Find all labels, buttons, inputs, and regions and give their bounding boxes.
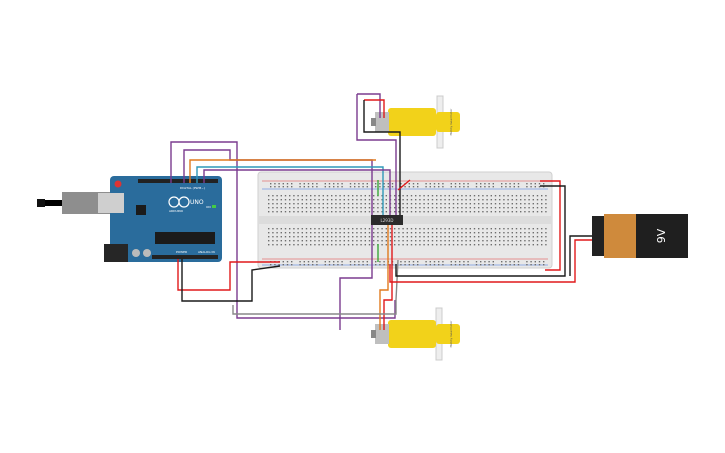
wire-purple-3[interactable] bbox=[203, 169, 391, 215]
wires bbox=[170, 93, 592, 330]
arduino-model-label: UNO bbox=[190, 199, 204, 206]
wire-purple-motor-top-2[interactable] bbox=[357, 93, 381, 118]
wire-purple-2[interactable] bbox=[183, 149, 373, 215]
motor-bottom[interactable]: Hobby Gearmotor bbox=[371, 307, 460, 361]
wire-red-jumper[interactable] bbox=[397, 179, 411, 191]
power-pins-label: POWER bbox=[176, 250, 187, 254]
battery-label: 9V bbox=[655, 228, 668, 243]
wire-black-battery-rail[interactable] bbox=[395, 185, 566, 277]
motor-top[interactable]: Hobby Gearmotor bbox=[371, 95, 460, 149]
breadboard-holes bbox=[268, 183, 547, 266]
breadboard[interactable] bbox=[257, 171, 553, 269]
wire-purple-motor-top-1[interactable] bbox=[356, 94, 397, 215]
analog-pins-label: ANALOG IN bbox=[198, 250, 215, 254]
wire-red-arduino[interactable] bbox=[177, 259, 280, 291]
wire-black-motor-top[interactable] bbox=[363, 100, 401, 215]
battery-9v[interactable]: 9V bbox=[592, 214, 688, 258]
reset-button[interactable] bbox=[114, 180, 122, 188]
on-led bbox=[212, 205, 216, 208]
wire-purple-1[interactable] bbox=[170, 141, 396, 319]
analog-header[interactable] bbox=[152, 255, 218, 259]
digital-header[interactable] bbox=[138, 179, 218, 183]
capacitor-1 bbox=[132, 249, 140, 257]
usb-chip bbox=[136, 205, 146, 215]
arduino-brand-label: ARDUINO bbox=[169, 209, 184, 213]
driver-ic-label: L293D bbox=[381, 218, 394, 223]
wire-orange-1[interactable] bbox=[189, 159, 376, 183]
wire-teal-1[interactable] bbox=[196, 166, 384, 215]
wire-red-battery-rail[interactable] bbox=[540, 180, 561, 271]
digital-pins-label: DIGITAL (PWM~) bbox=[180, 186, 205, 190]
motor-bottom-label: Hobby Gearmotor bbox=[449, 320, 453, 348]
wire-red-battery[interactable] bbox=[389, 239, 592, 283]
atmega-chip bbox=[155, 232, 215, 244]
capacitor-2 bbox=[143, 249, 151, 257]
wire-orange-motor-bottom[interactable] bbox=[379, 225, 389, 330]
wire-purple-motor-bottom[interactable] bbox=[339, 225, 373, 330]
on-led-label: ON bbox=[206, 205, 211, 209]
usb-jack bbox=[98, 193, 124, 213]
power-jack bbox=[104, 244, 128, 262]
driver-ic[interactable]: L293D bbox=[371, 215, 403, 225]
wire-black-battery[interactable] bbox=[569, 235, 592, 276]
motor-top-label: Hobby Gearmotor bbox=[449, 108, 453, 136]
wire-red-motor-top[interactable] bbox=[364, 99, 385, 118]
arduino-board[interactable]: UNO ARDUINO DIGITAL (PWM~) POWER ANALOG … bbox=[37, 176, 222, 262]
wire-black-arduino[interactable] bbox=[181, 259, 281, 302]
wire-red-motor-bottom[interactable] bbox=[383, 225, 393, 330]
wire-gray[interactable] bbox=[232, 259, 399, 315]
